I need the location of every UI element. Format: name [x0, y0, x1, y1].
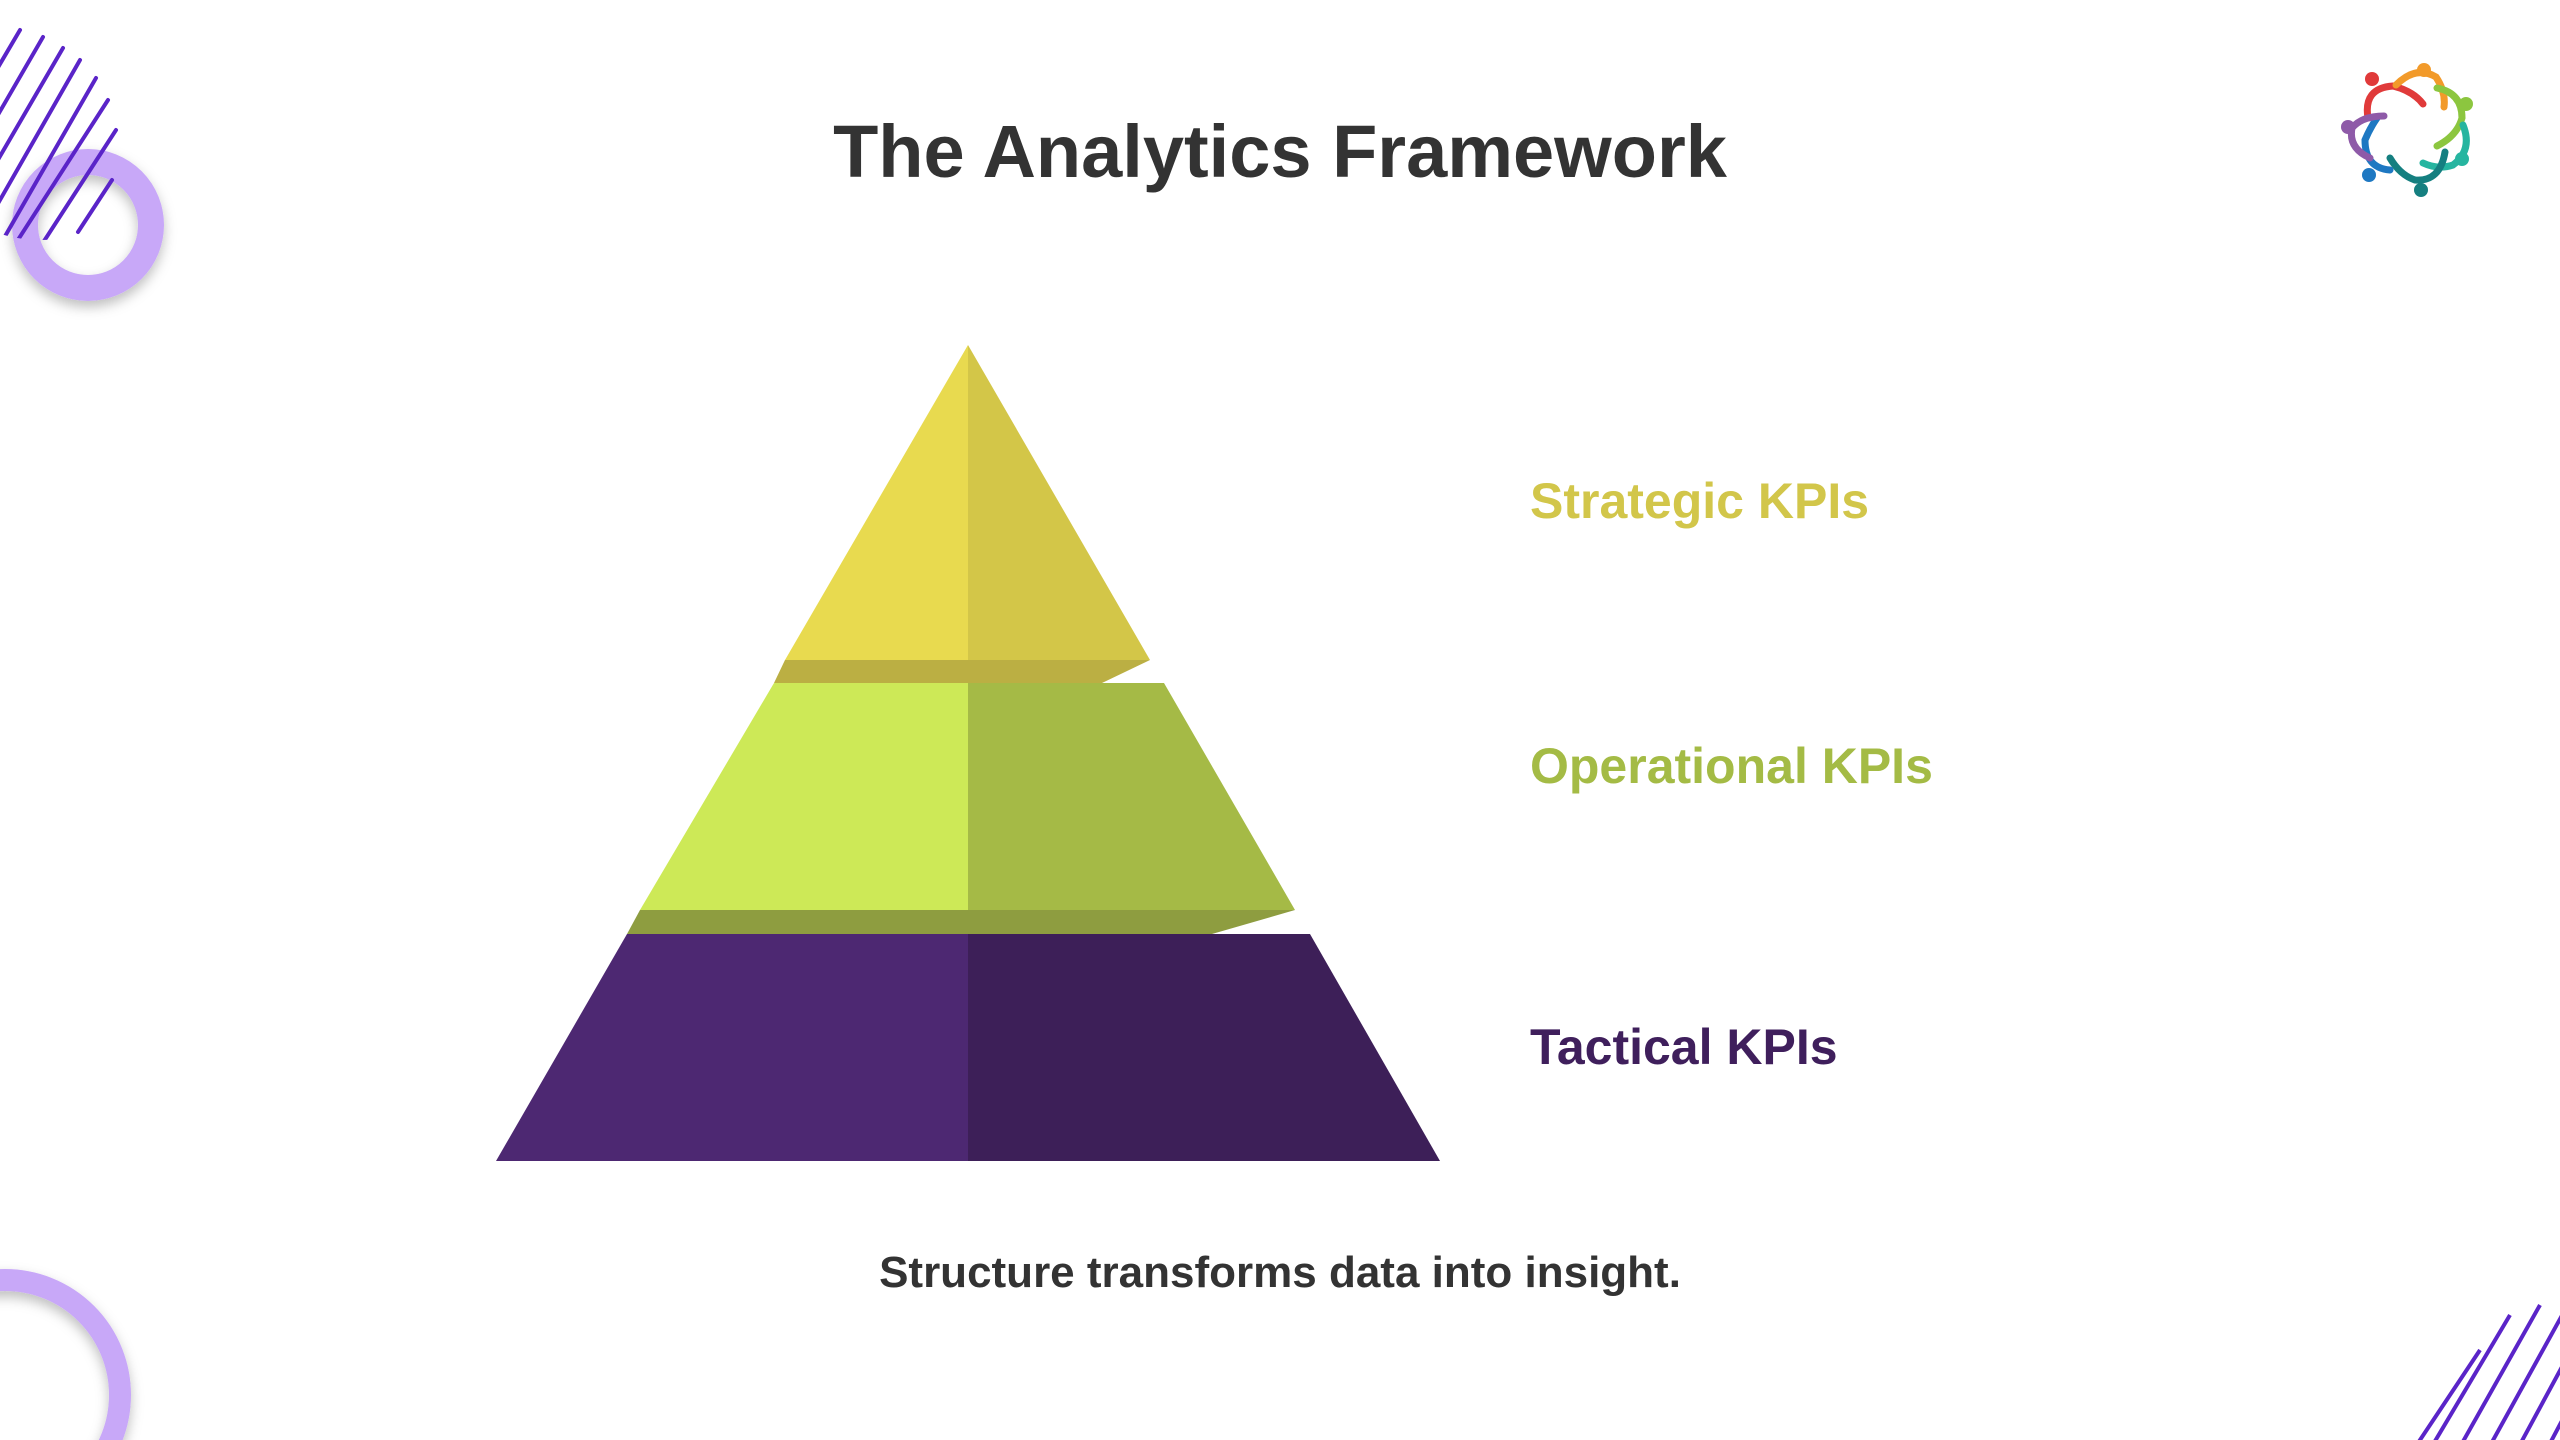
decor-top-left — [0, 28, 164, 301]
pyramid — [496, 345, 1440, 1161]
slide-title: The Analytics Framework — [833, 110, 1728, 193]
tier-label-strategic: Strategic KPIs — [1530, 473, 1869, 529]
stripes-decoration — [0, 28, 118, 240]
pyramid-tier-tactical — [496, 934, 1440, 1161]
ring-decoration — [12, 149, 164, 301]
people-circle-logo — [2341, 63, 2473, 197]
ring-decoration-bottom-left — [0, 1269, 131, 1440]
tier-label-tactical: Tactical KPIs — [1530, 1019, 1838, 1075]
tier-label-operational: Operational KPIs — [1530, 738, 1933, 794]
pyramid-tier-strategic — [774, 345, 1150, 683]
stripes-decoration-bottom-right — [2380, 1304, 2560, 1440]
pyramid-tier-operational — [627, 683, 1295, 934]
caption: Structure transforms data into insight. — [879, 1248, 1681, 1297]
